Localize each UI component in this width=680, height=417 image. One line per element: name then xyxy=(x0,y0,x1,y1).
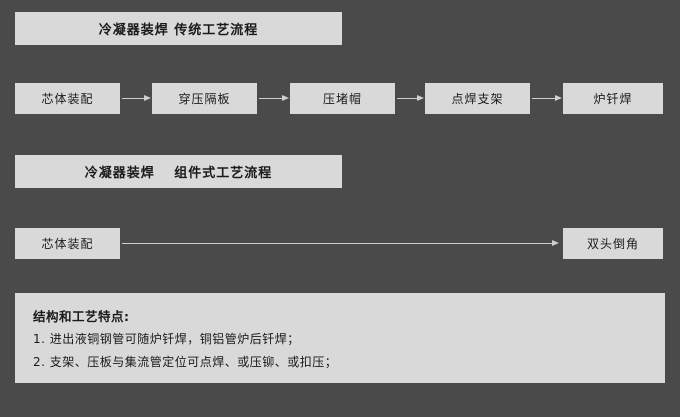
flow1-step-press-cap: 压堵帽 xyxy=(290,83,395,114)
notes-line-1: 1. 进出液铜钢管可随炉钎焊，铜铝管炉后钎焊； xyxy=(33,332,300,346)
notes-line-2: 2. 支架、压板与集流管定位可点焊、或压铆、或扣压； xyxy=(33,355,338,369)
notes-title: 结构和工艺特点: xyxy=(33,309,130,324)
arrow-right-icon xyxy=(122,95,151,101)
flow1-step-press-baffle: 穿压隔板 xyxy=(152,83,257,114)
arrow-right-icon xyxy=(122,240,559,246)
arrow-right-icon xyxy=(259,95,289,101)
modular-flow-title: 冷凝器装焊 组件式工艺流程 xyxy=(15,155,342,188)
flow1-step-core-assembly: 芯体装配 xyxy=(15,83,120,114)
flow1-step-spot-weld-bracket: 点焊支架 xyxy=(425,83,530,114)
flow1-step-furnace-brazing: 炉钎焊 xyxy=(563,83,663,114)
flow2-step-core-assembly: 芯体装配 xyxy=(15,228,120,259)
flow2-step-double-end-chamfer: 双头倒角 xyxy=(563,228,663,259)
arrow-right-icon xyxy=(532,95,562,101)
arrow-right-icon xyxy=(397,95,424,101)
notes-panel: 结构和工艺特点: 1. 进出液铜钢管可随炉钎焊，铜铝管炉后钎焊； 2. 支架、压… xyxy=(15,293,665,383)
traditional-flow-title: 冷凝器装焊 传统工艺流程 xyxy=(15,12,342,45)
